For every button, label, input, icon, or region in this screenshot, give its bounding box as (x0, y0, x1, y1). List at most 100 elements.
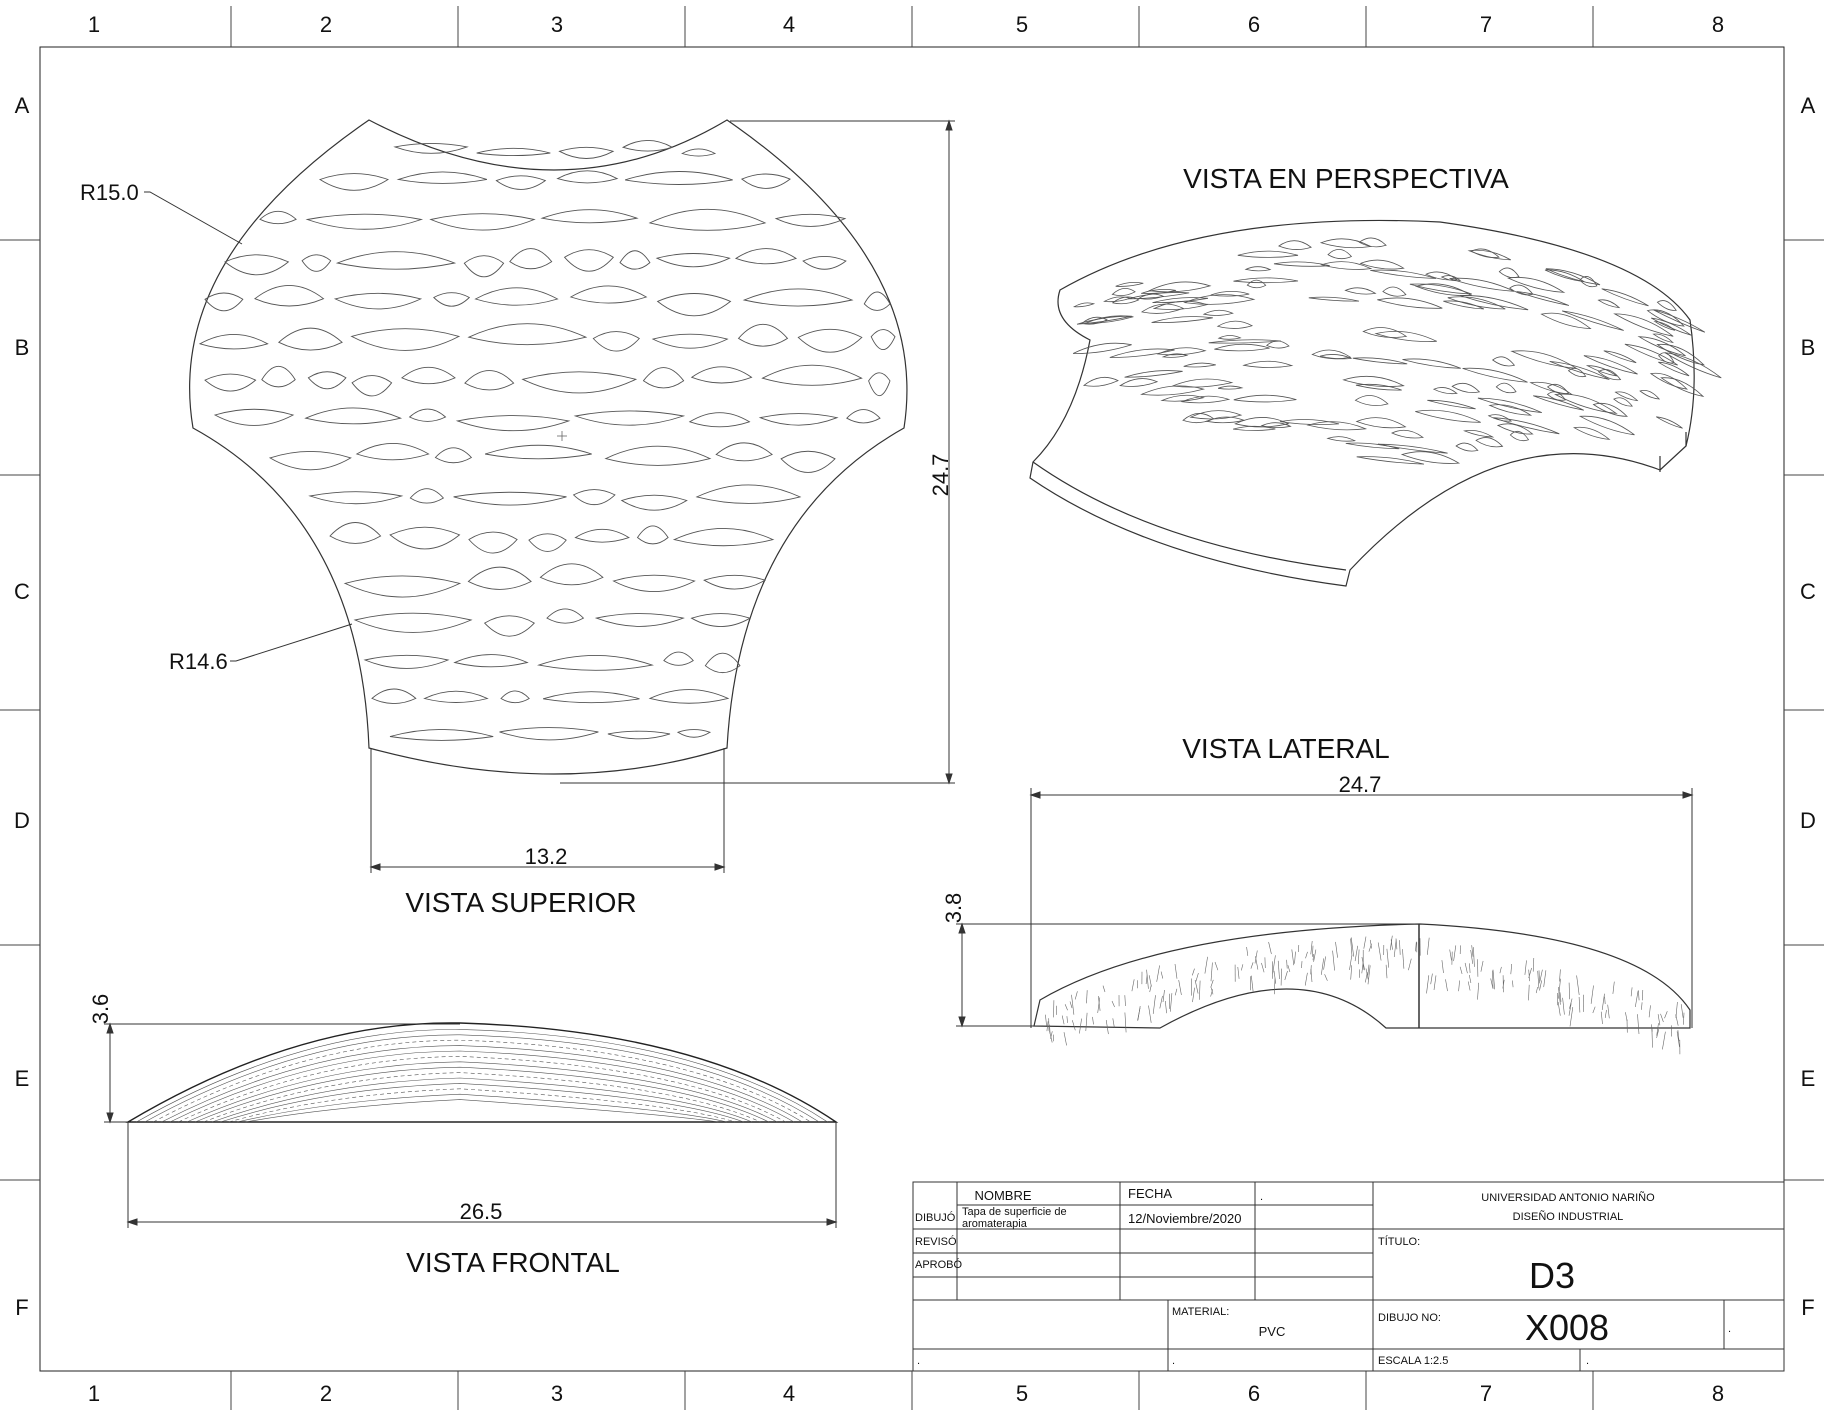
pattern-cell (1214, 343, 1270, 352)
pattern-cell (453, 491, 567, 506)
hatch-stroke (1660, 1013, 1664, 1023)
pattern-cell (1358, 237, 1387, 248)
pattern-cell (648, 208, 767, 231)
col-label-top: 2 (320, 12, 332, 37)
pattern-cell (1603, 350, 1637, 364)
hatch-stroke (1277, 960, 1280, 980)
col-label-top: 4 (783, 12, 795, 37)
pattern-cell (1639, 390, 1661, 400)
hatch-stroke (1137, 1007, 1141, 1021)
hatch-arc (178, 1056, 786, 1123)
hatch-stroke (1675, 1001, 1678, 1018)
pattern-cell (455, 415, 571, 432)
hatch-stroke (1367, 965, 1371, 985)
hatch-stroke (1273, 970, 1277, 984)
hatch-stroke (1246, 946, 1249, 956)
pattern-cell (259, 210, 297, 225)
pattern-cell (1653, 309, 1706, 333)
pattern-cell (1656, 300, 1677, 311)
pattern-cell (467, 566, 532, 590)
hatch-stroke (1149, 984, 1152, 993)
pattern-cell (1601, 288, 1649, 307)
hatch-stroke (1490, 978, 1494, 989)
radius-lower-label: R14.6 (169, 649, 228, 674)
pattern-cell (509, 248, 553, 270)
pattern-cell (1111, 296, 1140, 305)
row-label-right: E (1801, 1066, 1816, 1091)
pattern-cell (734, 248, 798, 265)
pattern-cell (500, 690, 530, 704)
perspective-thickness (1032, 432, 1687, 571)
hatch-arc (136, 1029, 828, 1123)
hatch-stroke (1358, 949, 1360, 965)
pattern-cell (1467, 249, 1511, 261)
pattern-cell (423, 690, 489, 703)
tb-row-drew: DIBUJÓ (915, 1211, 956, 1224)
pattern-cell (528, 533, 567, 552)
pattern-cell (1160, 394, 1205, 402)
pattern-cell (1111, 288, 1136, 297)
front-height-label: 3.6 (88, 994, 113, 1025)
hatch-stroke (1592, 1006, 1596, 1014)
hatch-stroke (1651, 1028, 1653, 1048)
pattern-cell (204, 292, 244, 312)
pattern-cell (1656, 343, 1706, 366)
tb-scale: ESCALA 1:2.5 (1378, 1355, 1448, 1367)
hatch-stroke (1537, 970, 1540, 989)
hatch-stroke (1092, 1016, 1094, 1025)
hatch-arc (220, 1083, 744, 1123)
pattern-cell (389, 729, 494, 741)
hatch-stroke (1657, 1014, 1661, 1026)
pattern-cell (1320, 261, 1373, 270)
tb-material-label: MATERIAL: (1172, 1306, 1229, 1318)
pattern-cell (1311, 349, 1352, 360)
hatch-stroke (1467, 981, 1471, 991)
hatch-stroke (1656, 1029, 1660, 1038)
pattern-cell (569, 285, 648, 304)
pattern-cell (1624, 343, 1678, 366)
pattern-cell (1210, 291, 1250, 297)
pattern-cell (1579, 276, 1598, 288)
pattern-cell (741, 173, 791, 189)
hatch-stroke (1558, 986, 1561, 1005)
hatch-stroke (1559, 992, 1562, 1002)
hatch-stroke (1354, 945, 1358, 962)
hatch-stroke (1111, 1000, 1115, 1008)
pattern-cell (1597, 369, 1622, 381)
hatch-stroke (1368, 943, 1372, 952)
hatch-stroke (1464, 962, 1468, 974)
tb-title-value: D3 (1529, 1255, 1575, 1296)
hatch-stroke (1492, 969, 1495, 990)
hatch-stroke (1152, 995, 1156, 1014)
pattern-cell (468, 531, 518, 554)
pattern-cell (261, 365, 296, 388)
radius-upper-label: R15.0 (80, 180, 139, 205)
pattern-cell (672, 528, 775, 547)
hatch-stroke (1071, 994, 1075, 1015)
side-height-label: 3.8 (941, 893, 966, 924)
pattern-cell (563, 249, 614, 272)
pattern-cell (1658, 352, 1675, 364)
hatch-stroke (1072, 1020, 1076, 1031)
pattern-cell (198, 334, 269, 350)
hatch-arc (195, 1066, 769, 1123)
hatch-stroke (1363, 936, 1367, 949)
pattern-cell (1233, 394, 1297, 403)
front-view-hatching (136, 1029, 828, 1123)
pattern-cell (429, 213, 536, 231)
front-width-dimension (126, 1122, 838, 1228)
hatch-stroke (1124, 1012, 1127, 1033)
tb-row-reviewed: REVISÓ (915, 1235, 957, 1248)
side-view-hatching (1045, 935, 1685, 1055)
row-label-left: A (15, 93, 30, 118)
perspective-view: VISTA EN PERSPECTIVA (1029, 163, 1722, 587)
tb-drawing-no-label: DIBUJO NO: (1378, 1312, 1441, 1324)
pattern-cell (1151, 316, 1213, 324)
hatch-stroke (1112, 1018, 1115, 1028)
hatch-stroke (1241, 964, 1244, 971)
pattern-cell (1391, 429, 1425, 439)
hatch-stroke (1323, 956, 1326, 970)
pattern-cell (1319, 354, 1352, 360)
pattern-cell (409, 488, 445, 504)
